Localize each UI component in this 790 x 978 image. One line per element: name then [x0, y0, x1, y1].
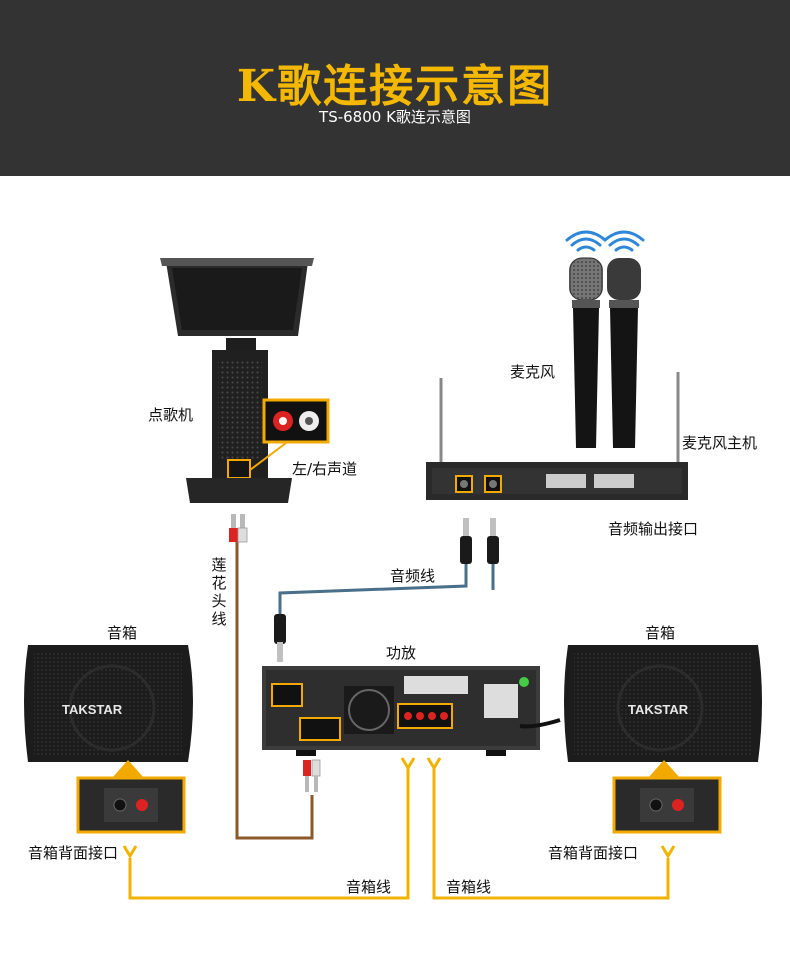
speaker-cable-right: [432, 765, 670, 900]
label-speaker-left: 音箱: [107, 624, 138, 642]
jack-plug-amp: [274, 614, 286, 662]
page-subtitle: TS-6800 K歌连示意图: [319, 108, 471, 126]
header-banner: [0, 0, 790, 176]
speaker-terminal-marks: [122, 845, 676, 859]
lr-channel-callout: [262, 398, 330, 444]
speaker-left: [24, 645, 193, 762]
microphone-right: [607, 258, 641, 448]
rca-cable: [235, 540, 314, 840]
amplifier: [262, 666, 561, 756]
label-speaker-cable-right: 音箱线: [446, 878, 492, 896]
label-audio-cable: 音频线: [390, 567, 436, 585]
label-speaker-right: 音箱: [645, 624, 676, 642]
wifi-icon-left: [565, 230, 607, 252]
speaker-back-left-callout: [76, 760, 186, 834]
speaker-cable-left: [128, 765, 410, 900]
label-mic-receiver: 麦克风主机: [682, 434, 758, 452]
page-title: K歌连接示意图: [236, 61, 554, 112]
brand-logo-right: TAKSTAR: [628, 702, 689, 717]
jack-plugs-receiver: [460, 518, 499, 564]
mic-receiver: [426, 372, 688, 500]
label-amplifier: 功放: [386, 644, 417, 662]
rca-plugs-top: [229, 514, 248, 543]
label-karaoke-player: 点歌机: [148, 406, 194, 424]
wifi-icon-right: [603, 230, 645, 252]
brand-logo-left: TAKSTAR: [62, 702, 123, 717]
label-microphone: 麦克风: [510, 363, 556, 381]
label-lr-channel: 左/右声道: [292, 460, 358, 478]
karaoke-player: [160, 258, 314, 503]
speaker-right: [564, 645, 762, 762]
amp-speaker-terminal-marks: [400, 757, 442, 771]
connection-diagram: TAKSTAR TAKSTAR: [24, 230, 762, 900]
rca-plugs-amp: [303, 759, 321, 792]
audio-cable: [278, 562, 468, 630]
label-speaker-cable-left: 音箱线: [346, 878, 392, 896]
speaker-back-right-callout: [612, 760, 722, 834]
label-rca-cable: 莲花头线: [211, 556, 227, 628]
label-speaker-back-left: 音箱背面接口: [28, 844, 119, 862]
label-speaker-back-right: 音箱背面接口: [548, 844, 639, 862]
label-audio-output: 音频输出接口: [608, 520, 699, 538]
microphone-left: [569, 257, 603, 448]
